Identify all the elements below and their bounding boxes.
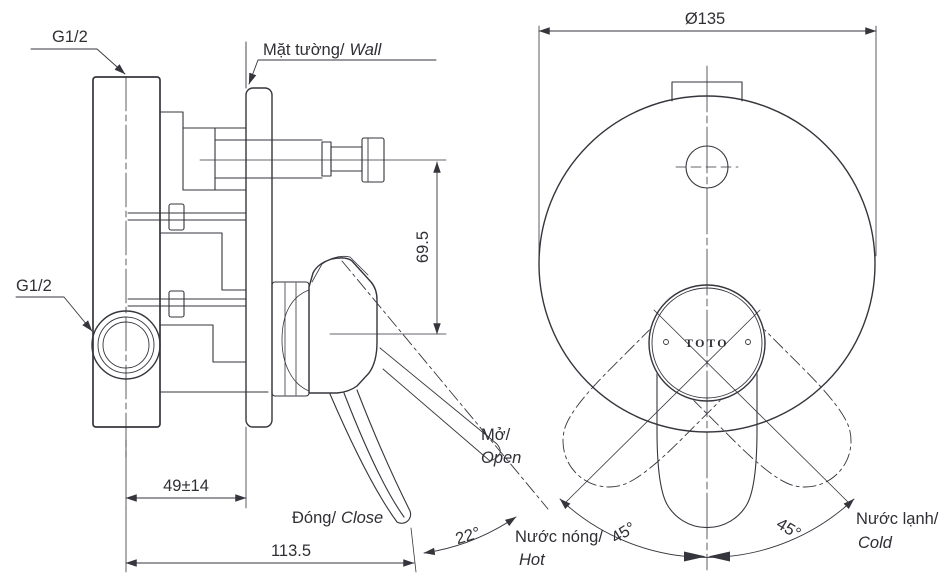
screw-upper-nut [168,203,185,231]
hot-label-vi: Nước nóng/ [515,528,603,546]
dim-49-text: 49±14 [163,477,209,495]
escutcheon-side [245,87,273,428]
hub-dot-left [663,339,669,345]
dim-135-text: Ø135 [685,10,725,28]
side-inlet-port-mid [97,316,155,374]
outlet-flange [182,127,216,191]
dim-45-right-text: 45° [773,515,804,543]
dim-1135-text: 113.5 [271,542,311,560]
g12-side-leader [15,296,93,332]
outlet-pipe [214,139,323,179]
screw-lower [127,298,247,307]
wall-label: Mặt tường/Wall [263,41,383,59]
g12-top-label: G1/2 [52,28,88,46]
lever-tip-extension [410,527,417,573]
dim-45-left-text: 45° [608,519,639,547]
lever-closed [329,389,412,524]
wall-leader [248,59,437,85]
open-label-en: Open [481,449,521,467]
dim-22-arc [423,516,517,556]
lever-front [656,347,758,529]
side-inlet-port-outer [91,310,161,380]
g12-top-leader [30,48,126,75]
hot-label-en: Hot [519,551,546,569]
dim-135-extensions [538,25,877,257]
lever-open-centerline [341,260,549,510]
dim-45-arc [559,498,855,558]
handle-hub-phantom-top [311,255,369,283]
close-label: Đóng/Close [292,509,383,527]
handle-mount-ring-lines [284,282,297,396]
lever-hot-phantom [674,310,852,488]
handle-hub-front-outer [648,284,766,402]
lever-open-phantom [379,347,501,462]
cold-label-en: Cold [858,534,893,552]
cold-label-vi: Nước lạnh/ [856,510,939,528]
front-view: TOTO Ø135 45° 45° Nước nóng/ Hot Nước lạ… [515,10,939,571]
hub-dot-right [745,339,751,345]
dim-45-center-arrow-right [708,551,730,562]
brand-logo: TOTO [685,336,729,350]
side-inlet-port-inner [102,321,150,369]
dim-45-center-arrow-left [684,551,706,562]
dim-45-extensions [565,309,849,503]
dim-22-text: 22° [453,524,482,549]
body-steps [159,111,269,393]
outlet-pipe2 [330,146,363,172]
g12-side-label: G1/2 [16,277,52,295]
screw-lower-nut [168,290,185,318]
handle-hub-front-inner [651,287,763,399]
dim-695-text: 69.5 [414,231,432,263]
open-label-vi: Mở/ [481,426,511,444]
handle-hub-side [308,257,378,394]
dim-49-extensions [125,426,247,509]
valve-body-slab [92,76,161,428]
side-view: G1/2 G1/2 Mặt tường/Wall 69.5 49±14 113.… [15,28,549,573]
handle-mount-ring [271,281,310,397]
screw-upper [127,212,247,221]
lever-front-group [562,310,852,529]
lever-cold-phantom [562,310,740,488]
escutcheon-dome [281,289,310,392]
outlet-joint-ring [321,141,332,177]
